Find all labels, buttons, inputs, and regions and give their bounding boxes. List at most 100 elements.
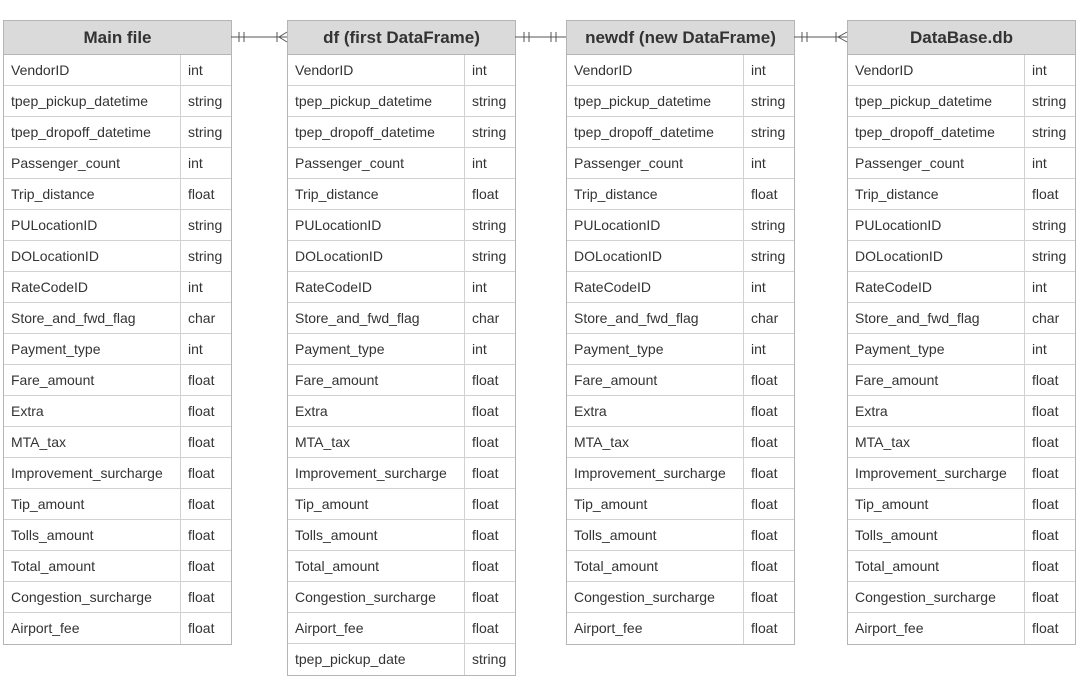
field-name: RateCodeID (567, 272, 744, 302)
field-name: Congestion_surcharge (288, 582, 465, 612)
field-type: string (472, 93, 507, 109)
field-type: float (751, 620, 778, 636)
field-name: Passenger_count (848, 148, 1025, 178)
field-type: string (1032, 93, 1067, 109)
field-type: string (188, 217, 223, 233)
field-name: Improvement_surcharge (288, 458, 465, 488)
field-name: Trip_distance (567, 179, 744, 209)
field-type: float (188, 496, 215, 512)
field-name: Congestion_surcharge (567, 582, 744, 612)
table-row: Total_amount float (567, 551, 794, 582)
field-type: float (1032, 403, 1059, 419)
field-type: string (472, 651, 507, 667)
field-name: Airport_fee (567, 613, 744, 644)
field-type: float (751, 558, 778, 574)
field-name: Fare_amount (848, 365, 1025, 395)
field-name: Fare_amount (567, 365, 744, 395)
field-name: RateCodeID (848, 272, 1025, 302)
field-name: Fare_amount (288, 365, 465, 395)
field-type: float (1032, 620, 1059, 636)
field-name: Trip_distance (848, 179, 1025, 209)
field-type: float (188, 186, 215, 202)
table-row: Extra float (567, 396, 794, 427)
field-name: Payment_type (4, 334, 181, 364)
field-type: float (751, 403, 778, 419)
table-row: Trip_distance float (4, 179, 231, 210)
field-type: float (1032, 558, 1059, 574)
field-type: string (751, 217, 786, 233)
table-row: PULocationID string (4, 210, 231, 241)
field-type: int (188, 155, 203, 171)
field-type: int (1032, 341, 1047, 357)
field-name: Tip_amount (4, 489, 181, 519)
field-type: float (1032, 465, 1059, 481)
field-type: int (751, 341, 766, 357)
field-type: float (472, 186, 499, 202)
field-type: string (751, 93, 786, 109)
field-name: MTA_tax (4, 427, 181, 457)
field-name: Airport_fee (4, 613, 181, 644)
field-type: int (188, 62, 203, 78)
field-type: string (188, 93, 223, 109)
field-name: DOLocationID (288, 241, 465, 271)
field-name: tpep_pickup_datetime (848, 86, 1025, 116)
field-type: int (1032, 62, 1047, 78)
table-row: RateCodeID int (848, 272, 1075, 303)
field-type: float (472, 558, 499, 574)
field-name: Trip_distance (4, 179, 181, 209)
field-type: int (1032, 279, 1047, 295)
field-type: float (1032, 527, 1059, 543)
field-name: MTA_tax (567, 427, 744, 457)
field-name: Extra (567, 396, 744, 426)
field-type: float (1032, 589, 1059, 605)
field-type: float (188, 372, 215, 388)
field-name: tpep_dropoff_datetime (848, 117, 1025, 147)
field-name: Congestion_surcharge (848, 582, 1025, 612)
field-name: PULocationID (4, 210, 181, 240)
field-type: float (188, 558, 215, 574)
field-type: string (188, 248, 223, 264)
field-name: RateCodeID (4, 272, 181, 302)
field-name: Tip_amount (848, 489, 1025, 519)
table-title: DataBase.db (848, 21, 1075, 55)
table-title: Main file (4, 21, 231, 55)
field-name: Total_amount (567, 551, 744, 581)
table-title: newdf (new DataFrame) (567, 21, 794, 55)
field-name: Trip_distance (288, 179, 465, 209)
field-type: float (751, 496, 778, 512)
